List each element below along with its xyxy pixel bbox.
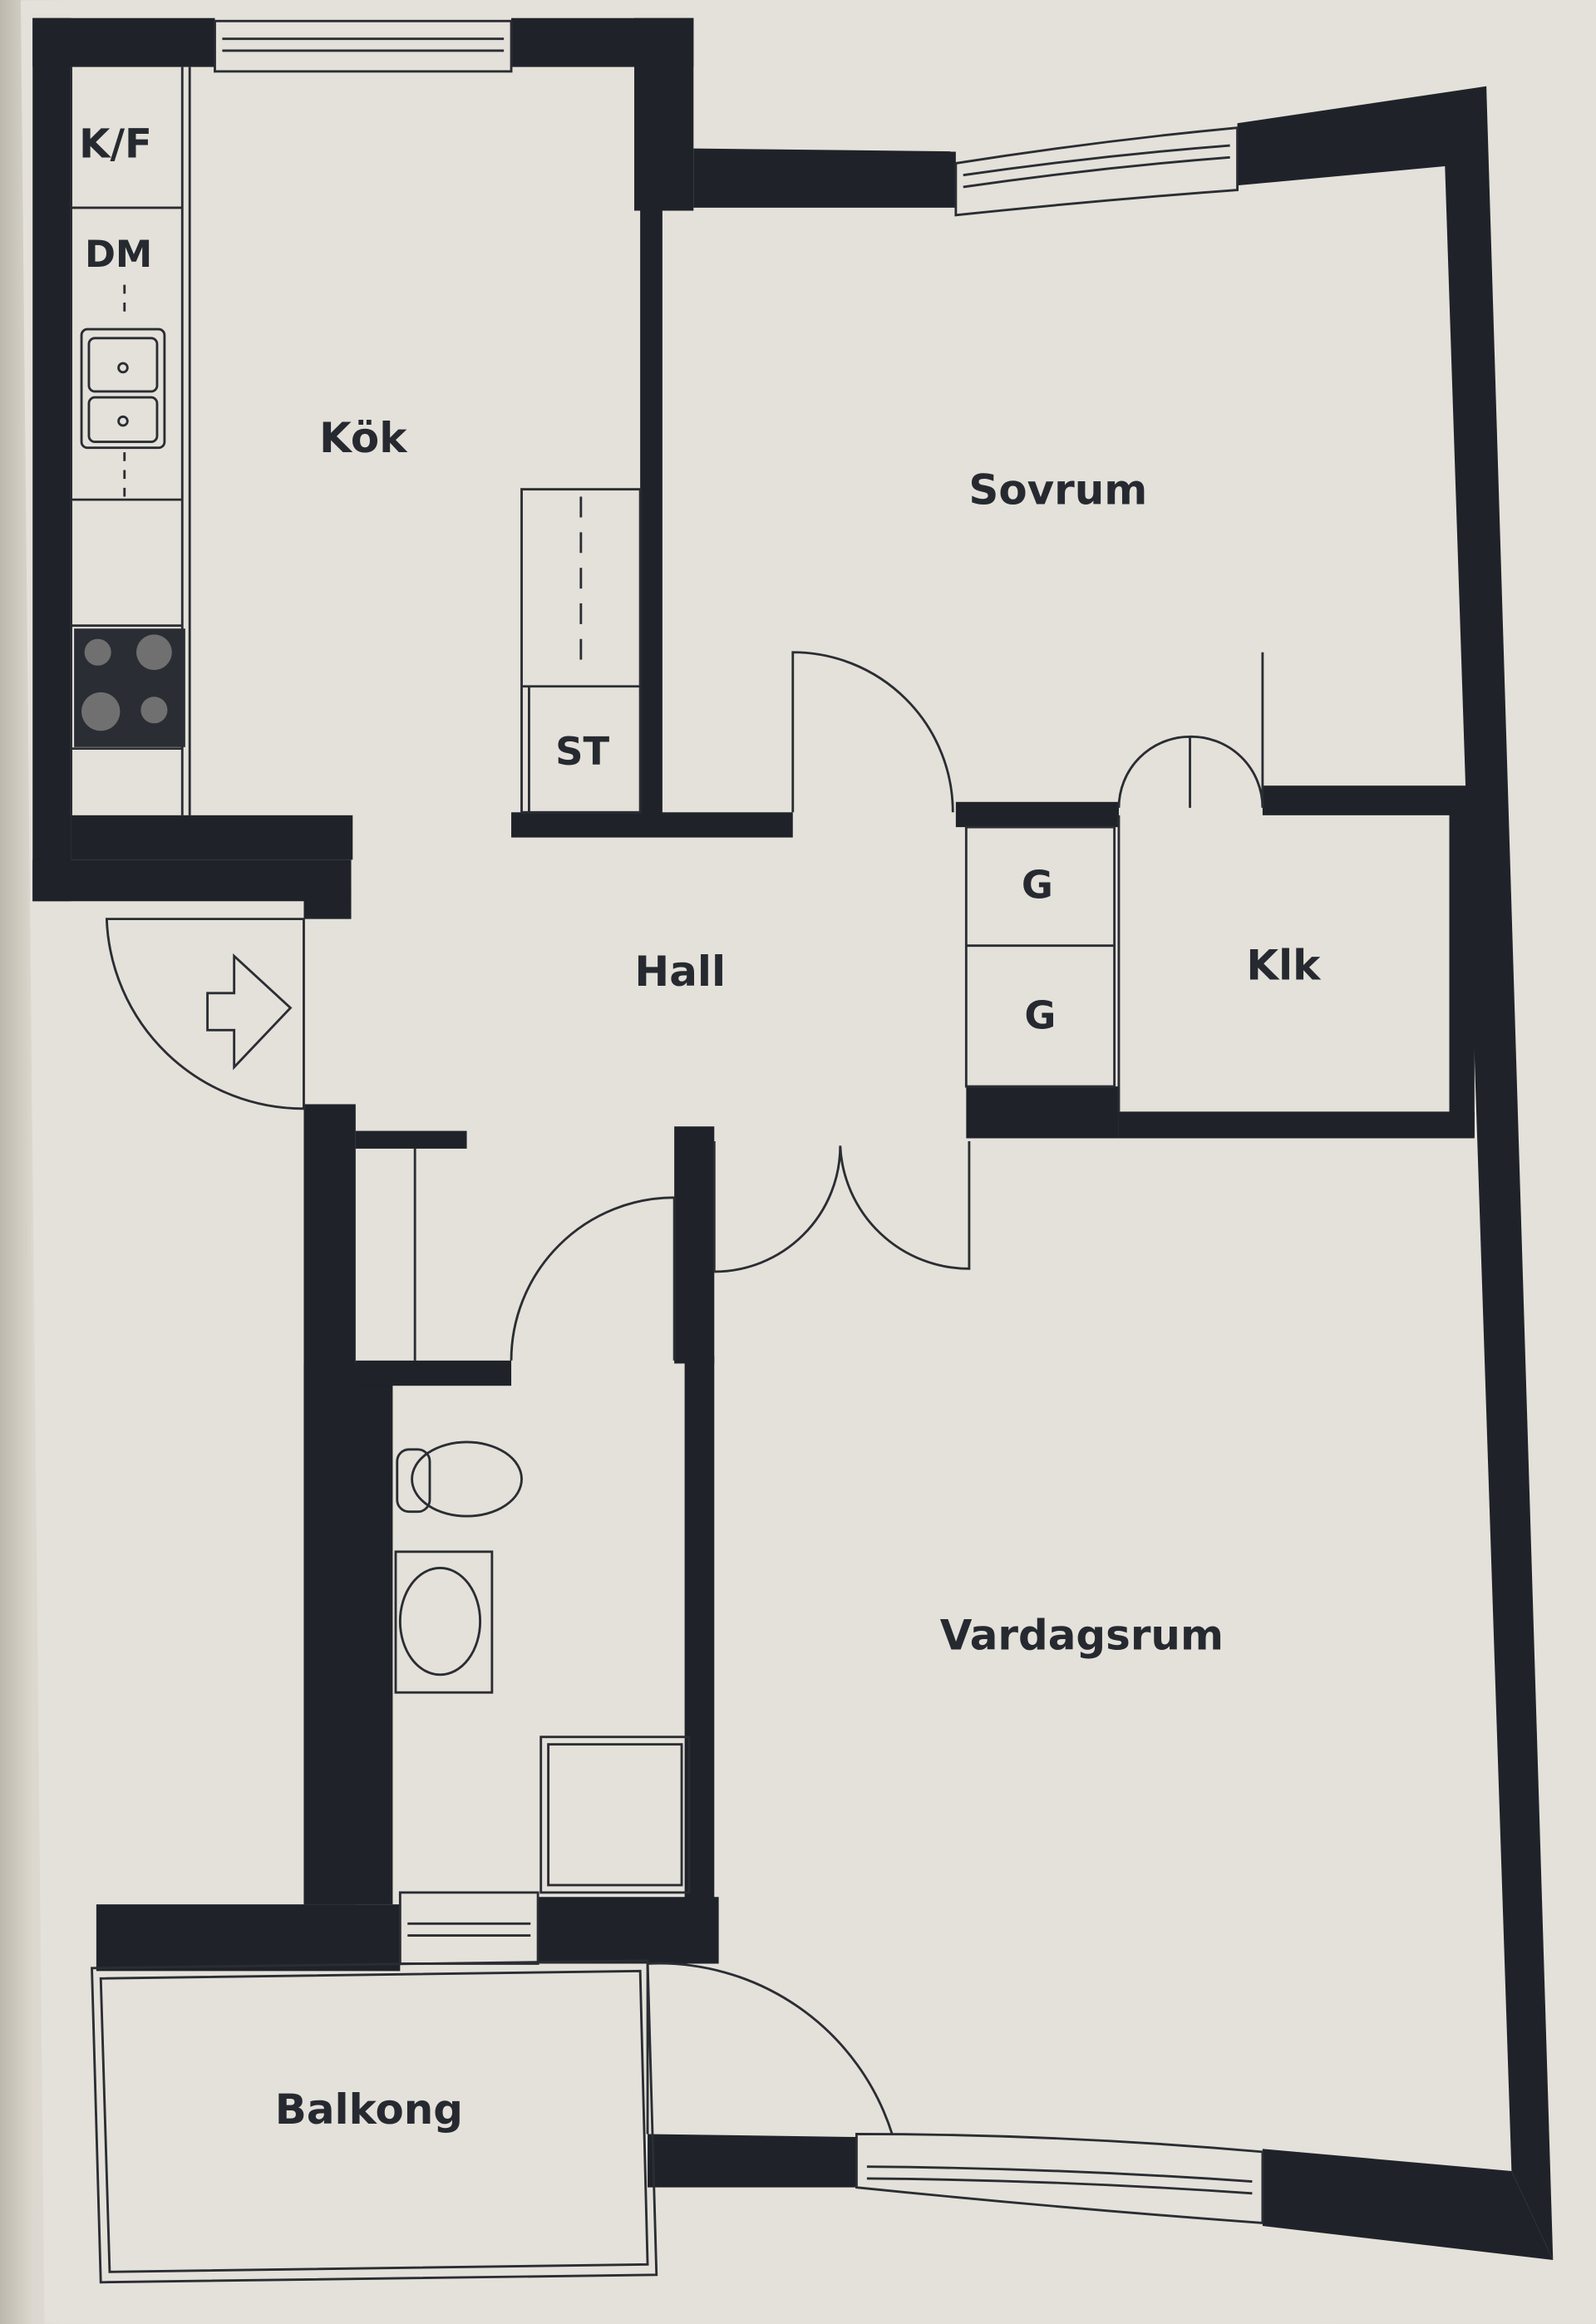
label-hall: Hall [634, 948, 726, 996]
wall-kitchen-bottom-inner [71, 815, 353, 860]
window-bedroom [954, 126, 1239, 217]
wall-klk-bottom [1118, 1111, 1475, 1139]
door-living-double [712, 1141, 971, 1273]
door-bath [510, 1196, 676, 1361]
label-kitchen: Kök [319, 414, 408, 462]
stove [74, 628, 185, 747]
wall-kitchen-left [32, 17, 71, 902]
wall-kitchen-bottom [32, 859, 352, 902]
label-fridge-freezer: K/F [79, 121, 152, 167]
wall-hall-top [511, 812, 793, 838]
sink [80, 327, 166, 450]
wall-bottom-left [96, 1904, 401, 1972]
door-klk [1117, 652, 1264, 808]
entrance-arrow-icon [206, 953, 293, 1071]
wall-kitchen-bedroom [640, 207, 663, 819]
window-living [855, 2133, 1264, 2224]
wall-klk-right [1449, 807, 1475, 1137]
wall-bedroom-top-right [1237, 86, 1487, 186]
wall-wardrobe-bottom [966, 1086, 1119, 1139]
label-wardrobe-1: G [1022, 863, 1053, 908]
plan-lines [70, 19, 1264, 2284]
storage-unit [520, 488, 642, 814]
wall-kitchen-top-left [32, 17, 215, 67]
label-walk-in-closet: Klk [1246, 942, 1322, 990]
door-bedroom [791, 651, 954, 813]
paper [20, 0, 1596, 2324]
washbasin [394, 1550, 494, 1694]
wall-bedroom-bottom-right [1262, 785, 1467, 815]
label-dishwasher: DM [85, 233, 152, 276]
wall-right-outer [1445, 86, 1554, 2261]
balcony-outline [91, 1959, 658, 2284]
wall-closet-top [355, 1130, 467, 1149]
wardrobes [964, 825, 1116, 1088]
toilet [411, 1440, 523, 1518]
label-storage: ST [555, 729, 609, 774]
wall-bath-top [355, 1360, 512, 1386]
wall-bedroom-top-left [693, 148, 956, 208]
wall-bedroom-bottom-mid [955, 801, 1119, 828]
label-bedroom: Sovrum [968, 465, 1147, 514]
wall-bottom-living-right [1262, 2149, 1554, 2261]
shower [539, 1736, 691, 1894]
wall-kitchen-right-top [634, 17, 694, 211]
wall-entry-top [303, 889, 352, 919]
wall-bottom-bath [538, 1897, 719, 1964]
label-living-room: Vardagsrum [940, 1612, 1224, 1660]
wall-bath-left-inner [303, 1363, 393, 1905]
window-kitchen [214, 19, 513, 73]
label-wardrobe-2: G [1024, 993, 1056, 1038]
wall-bottom-living-left [648, 2134, 857, 2188]
door-entrance [105, 918, 305, 1110]
walls [32, 17, 1554, 2261]
wall-bath-right-top [674, 1126, 715, 1364]
label-balcony: Balkong [275, 2085, 463, 2134]
